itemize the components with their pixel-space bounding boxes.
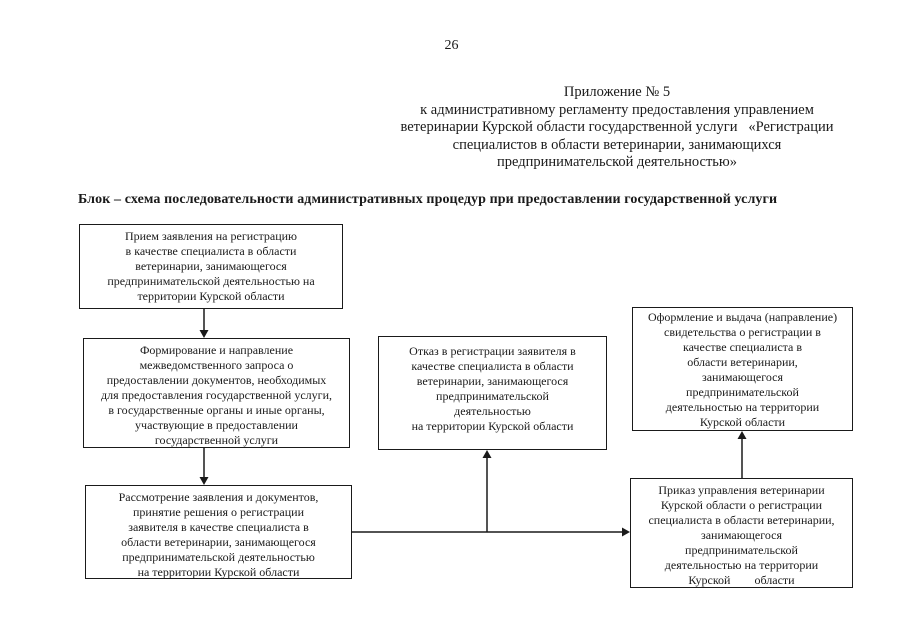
arrow-up-icon xyxy=(482,450,492,458)
flowchart-box-registration-order: Приказ управления ветеринарии Курской об… xyxy=(630,478,853,588)
arrow-down-icon xyxy=(199,330,209,338)
arrow-down-icon xyxy=(199,477,209,485)
box-refusal-text: Отказ в регистрации заявителя в качестве… xyxy=(409,344,576,433)
box-order-text: Приказ управления ветеринарии Курской об… xyxy=(648,483,835,587)
flowchart-box-interagency-request: Формирование и направление межведомствен… xyxy=(83,338,350,448)
flowchart-box-review-decision: Рассмотрение заявления и документов, при… xyxy=(85,485,352,579)
box-review-text: Рассмотрение заявления и документов, при… xyxy=(118,490,319,579)
box-reception-text: Прием заявления на регистрацию в качеств… xyxy=(107,229,315,303)
flowchart-box-reception: Прием заявления на регистрацию в качеств… xyxy=(79,224,343,309)
arrow-up-icon xyxy=(737,431,747,439)
page-number: 26 xyxy=(444,38,459,53)
arrow-right-icon xyxy=(622,527,630,537)
flowchart-box-registration-refusal: Отказ в регистрации заявителя в качестве… xyxy=(378,336,607,450)
box-certificate-text: Оформление и выдача (направление) свидет… xyxy=(647,310,838,429)
flowchart-box-certificate-issue: Оформление и выдача (направление) свидет… xyxy=(632,307,853,431)
appendix-header: Приложение № 5 к административному регла… xyxy=(400,84,834,170)
box-request-text: Формирование и направление межведомствен… xyxy=(100,343,333,447)
flowchart-title: Блок – схема последовательности админист… xyxy=(78,192,778,207)
